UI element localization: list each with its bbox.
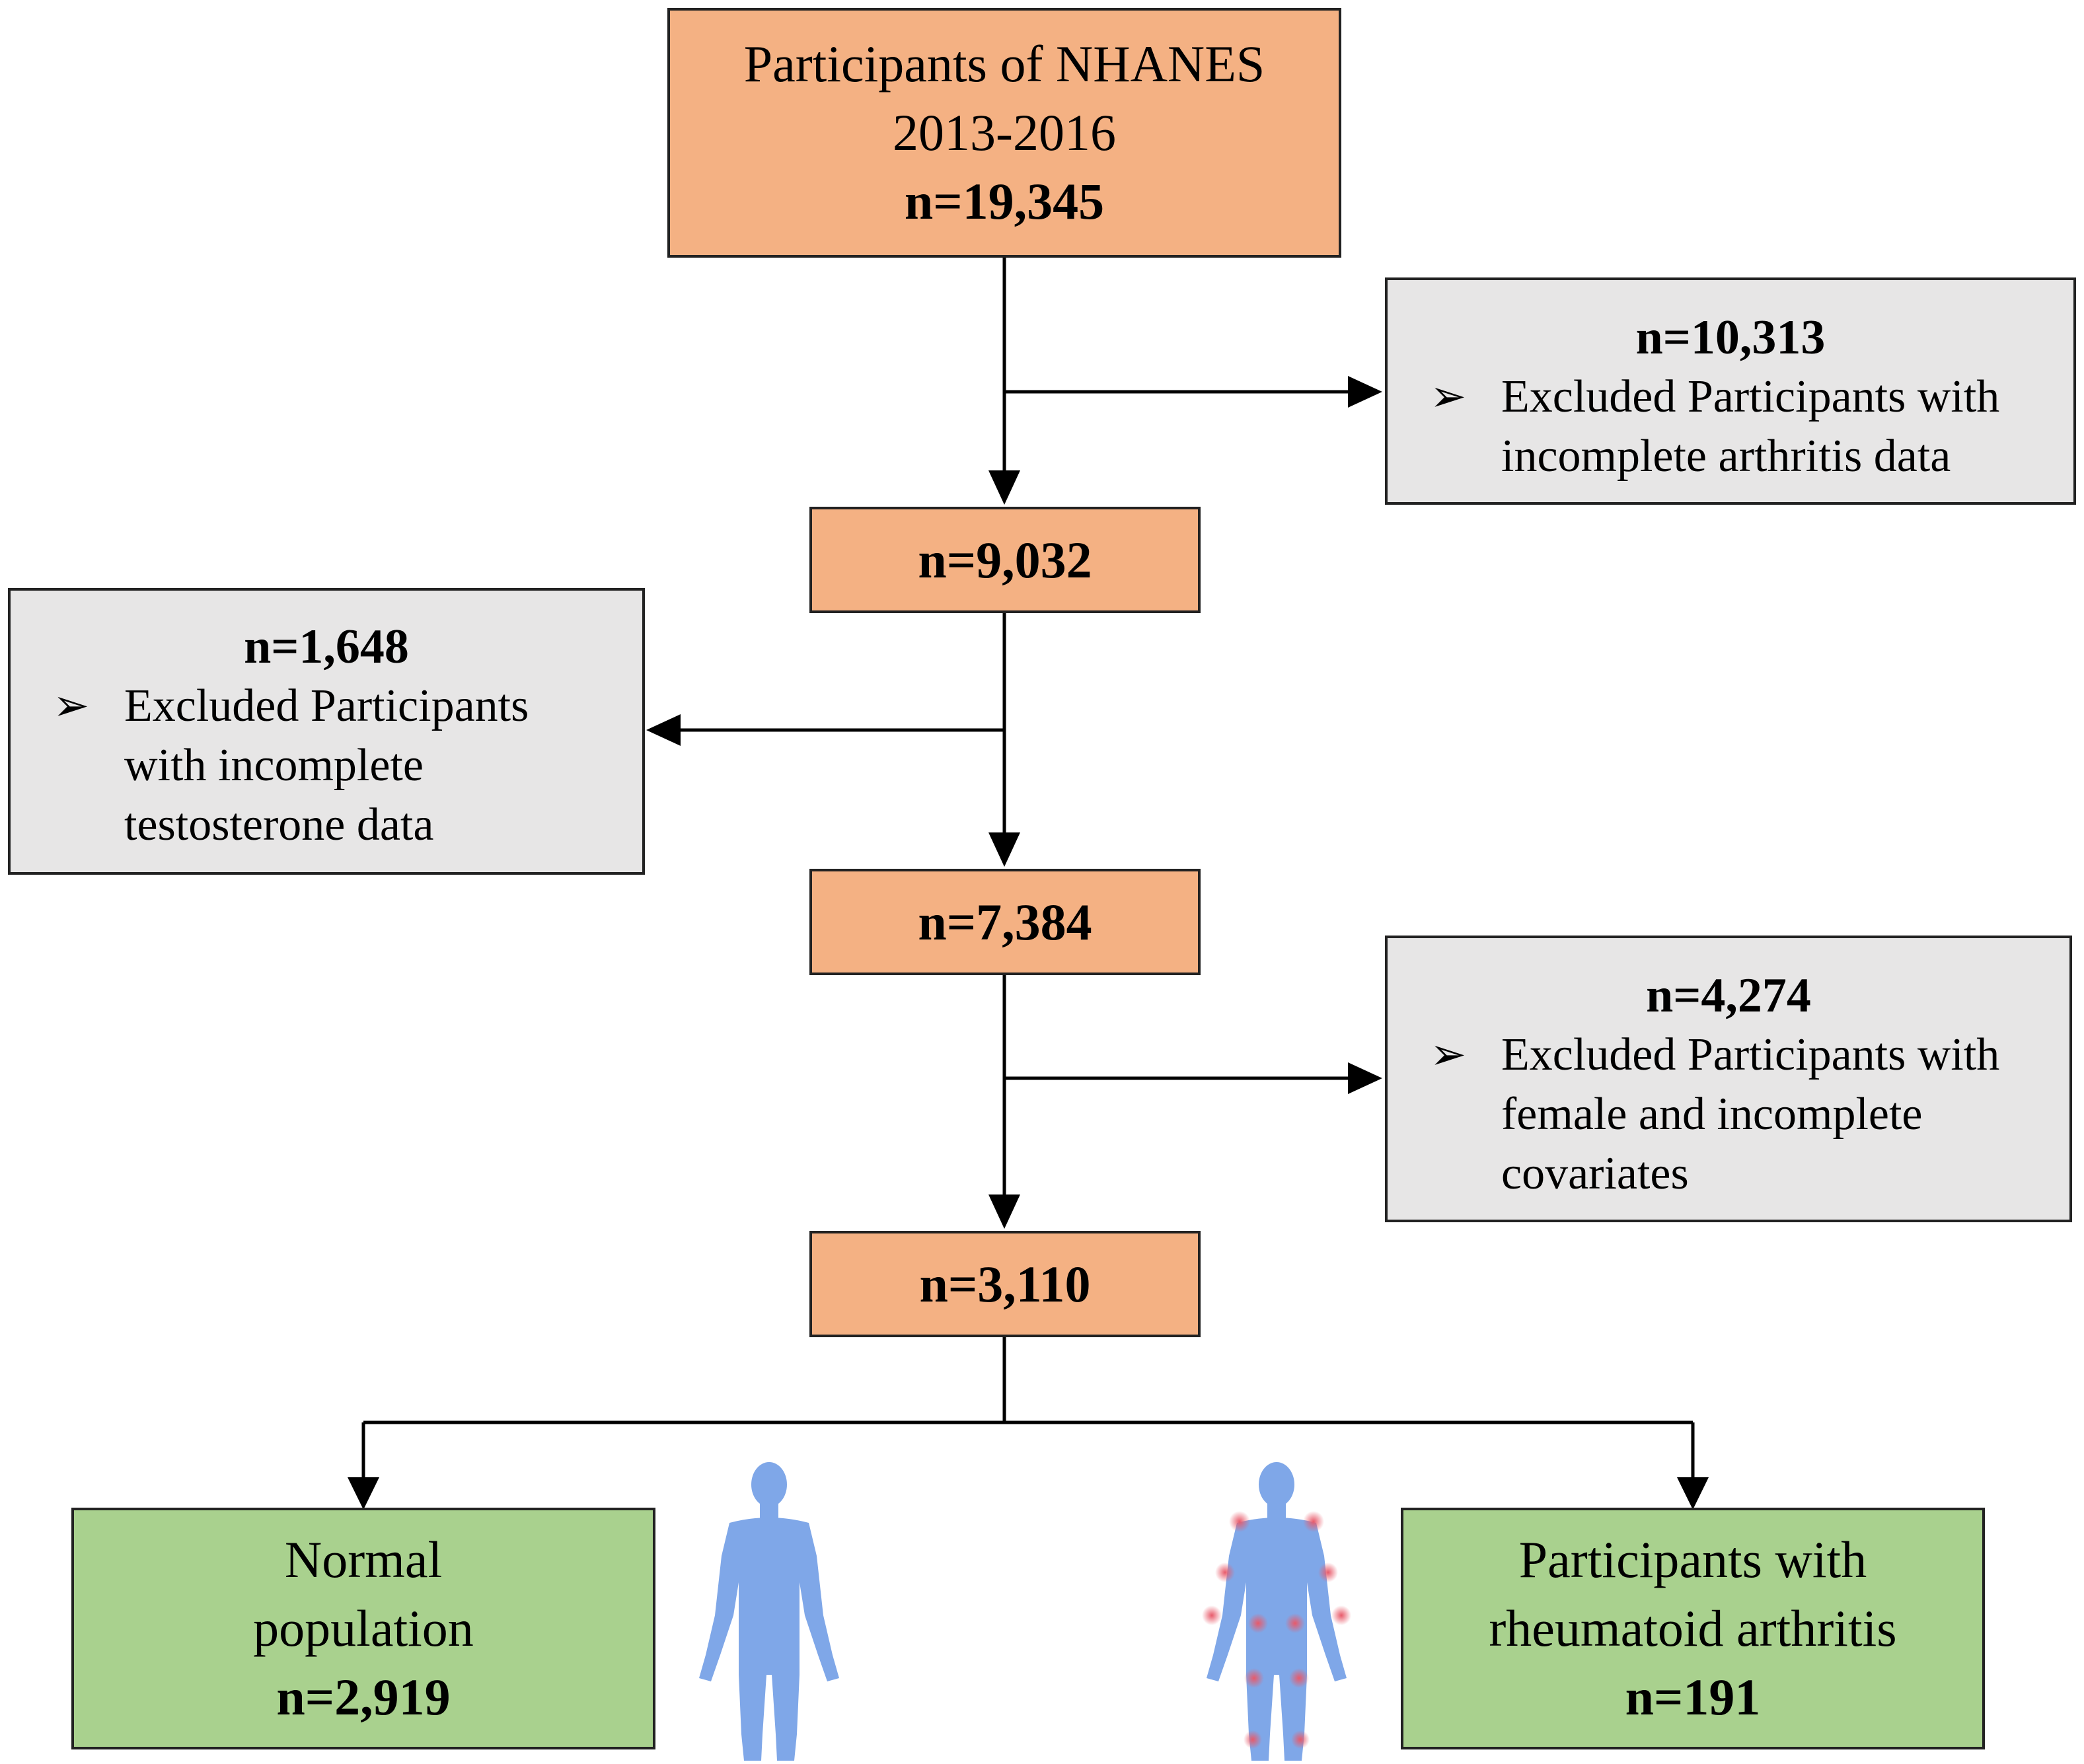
- exclusion-3-line2: female and incomplete: [1501, 1089, 1923, 1140]
- exclusion-1-line1: Excluded Participants with: [1501, 371, 2000, 422]
- arrow-right-2: [1348, 1062, 1382, 1094]
- arrow-down-2: [988, 832, 1020, 867]
- start-line1: Participants of NHANES: [743, 35, 1265, 92]
- arrowheads: [348, 376, 1709, 1510]
- outcome-ra-count: n=191: [1625, 1668, 1761, 1726]
- exclusion-2-line3: testosterone data: [124, 799, 434, 850]
- outcome-normal-line1: Normal: [284, 1531, 443, 1588]
- exclusion-3-line1: Excluded Participants with: [1501, 1029, 2000, 1080]
- step2-box: n=7,384: [809, 869, 1201, 975]
- exclusion-box-2: n=1,648 ➢ Excluded Participants with inc…: [8, 588, 645, 875]
- arrow-down-1: [988, 470, 1020, 505]
- human-body-icon: [699, 1462, 839, 1761]
- exclusion-3-count: n=4,274: [1646, 969, 1811, 1023]
- outcome-normal-line2: population: [253, 1599, 474, 1657]
- outcome-ra-line2: rheumatoid arthritis: [1489, 1599, 1897, 1657]
- start-line2: 2013-2016: [893, 104, 1116, 161]
- exclusion-2-line1: Excluded Participants: [124, 680, 529, 731]
- arrow-right-1: [1348, 376, 1382, 408]
- arrow-down-3: [988, 1194, 1020, 1229]
- exclusion-2-count: n=1,648: [244, 620, 409, 674]
- start-count: n=19,345: [904, 172, 1105, 230]
- human-body-joints-icon: [1202, 1462, 1351, 1761]
- outcome-ra-box: Participants with rheumatoid arthritis n…: [1401, 1508, 1985, 1749]
- arrow-down-left: [348, 1477, 379, 1510]
- outcome-normal-count: n=2,919: [276, 1668, 451, 1726]
- exclusion-1-count: n=10,313: [1635, 311, 1826, 365]
- exclusion-1-bullet-icon: ➢: [1430, 373, 1467, 421]
- arrow-down-right: [1677, 1477, 1709, 1510]
- step1-count: n=9,032: [918, 531, 1092, 589]
- exclusion-3-bullet-icon: ➢: [1430, 1031, 1467, 1079]
- exclusion-1-line2: incomplete arthritis data: [1501, 431, 1951, 482]
- exclusion-box-3: n=4,274 ➢ Excluded Participants with fem…: [1385, 936, 2072, 1222]
- step2-count: n=7,384: [918, 893, 1092, 951]
- step3-count: n=3,110: [919, 1255, 1091, 1313]
- arrow-left-1: [646, 714, 681, 746]
- start-box: Participants of NHANES 2013-2016 n=19,34…: [667, 8, 1341, 258]
- outcome-ra-line1: Participants with: [1518, 1531, 1867, 1588]
- step3-box: n=3,110: [809, 1231, 1201, 1337]
- exclusion-box-1: n=10,313 ➢ Excluded Participants with in…: [1385, 277, 2076, 505]
- exclusion-3-line3: covariates: [1501, 1148, 1689, 1199]
- outcome-normal-box: Normal population n=2,919: [71, 1508, 655, 1749]
- exclusion-2-bullet-icon: ➢: [53, 682, 90, 730]
- step1-box: n=9,032: [809, 507, 1201, 613]
- joint-markers: [1202, 1511, 1351, 1749]
- exclusion-2-line2: with incomplete: [124, 740, 424, 791]
